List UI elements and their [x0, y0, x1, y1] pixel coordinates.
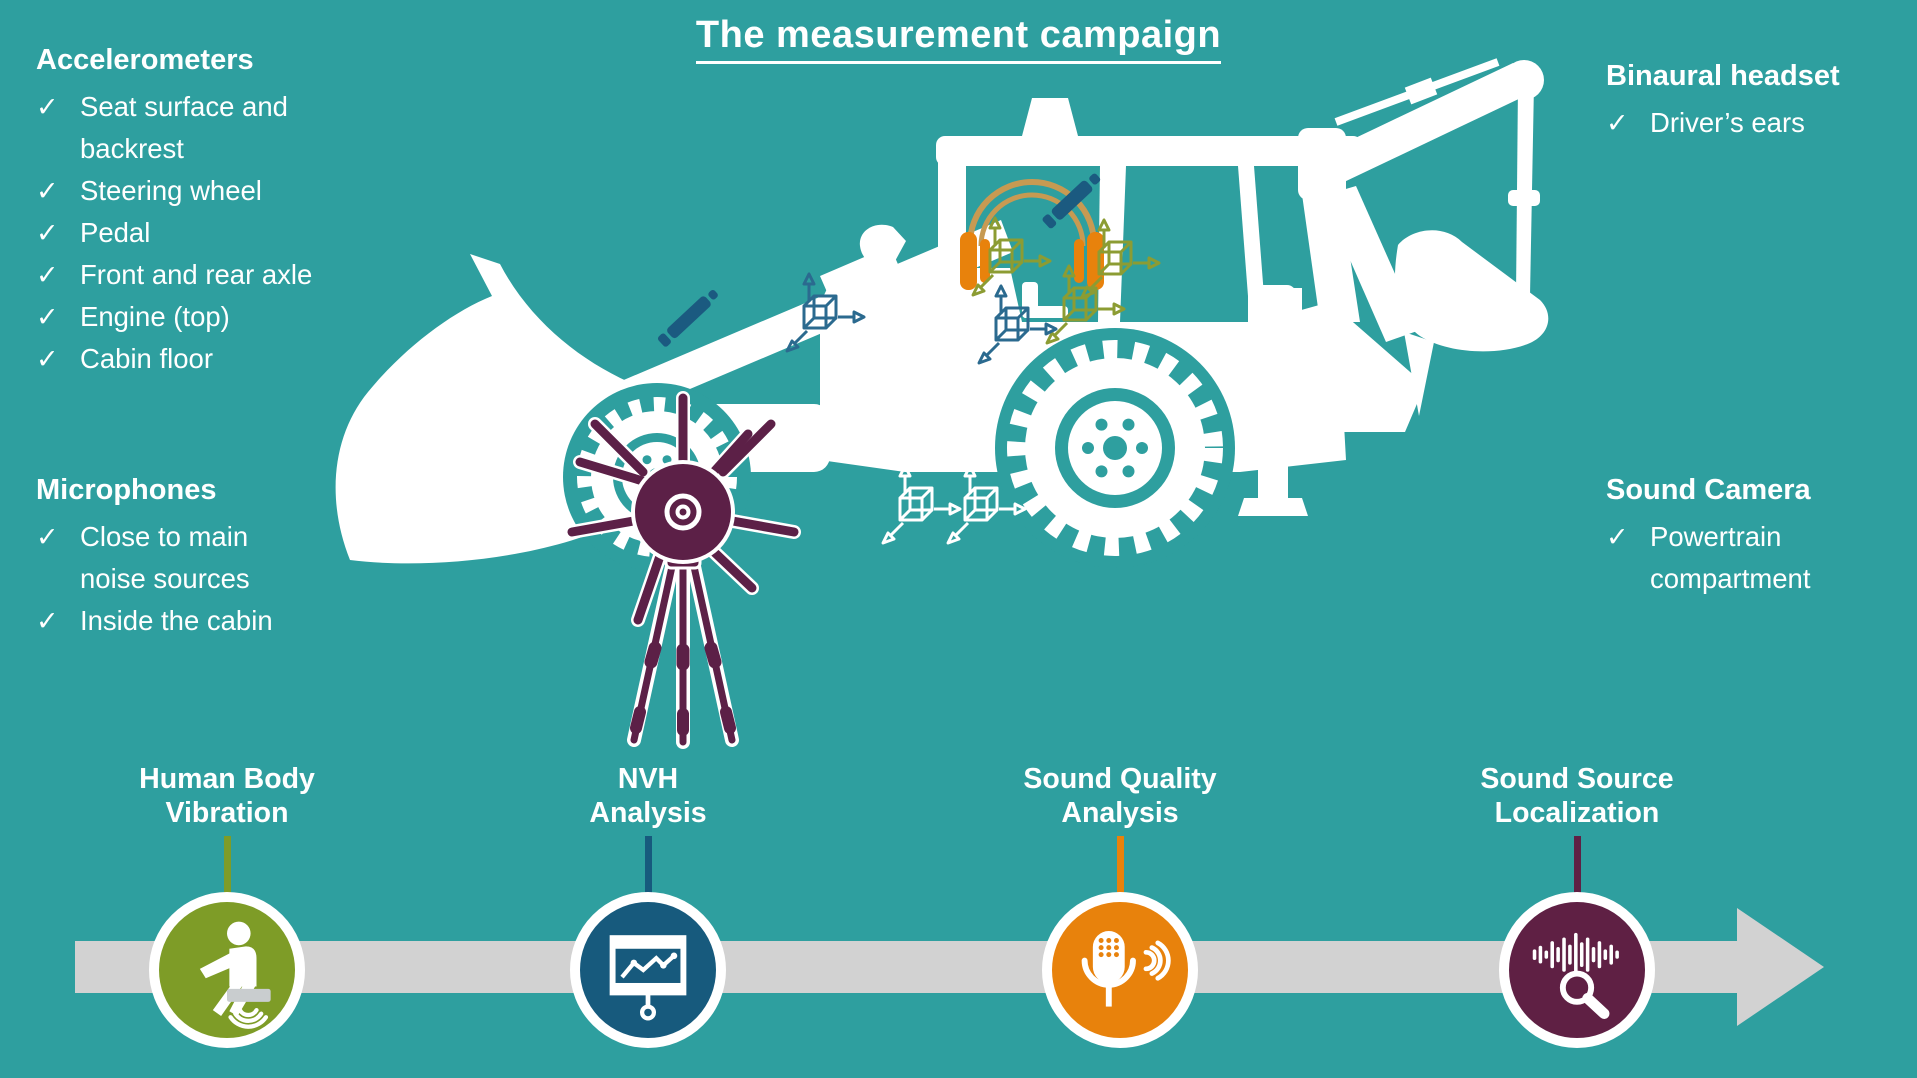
accelerometer-triad-icon — [977, 284, 1058, 365]
check-icon: ✓ — [36, 606, 59, 636]
sound-camera-heading: Sound Camera — [1606, 474, 1811, 506]
accelerometers-section: Accelerometers ✓Seat surface and backres… — [36, 44, 345, 380]
binaural-headset-heading: Binaural headset — [1606, 60, 1840, 92]
microphone-wand-icon — [657, 289, 718, 347]
milestone-connector — [1573, 836, 1581, 894]
milestone-label: Human Body Vibration — [139, 763, 315, 829]
milestone-connector — [1116, 836, 1124, 894]
check-icon: ✓ — [1606, 522, 1629, 552]
milestone-label: Sound Source Localization — [1480, 763, 1674, 829]
human-body-vibration-icon — [199, 921, 271, 1029]
check-icon: ✓ — [36, 176, 59, 206]
vehicle-silhouette — [335, 220, 1425, 564]
list-item: ✓Inside the cabin — [36, 600, 310, 642]
list-item: ✓Front and rear axle — [36, 254, 345, 296]
milestone-connector — [223, 836, 231, 894]
list-item: ✓Pedal — [36, 212, 345, 254]
page-title: The measurement campaign — [0, 14, 1917, 64]
list-item: ✓Steering wheel — [36, 170, 345, 212]
accelerometer-triad-icon — [946, 464, 1027, 545]
check-icon: ✓ — [36, 260, 59, 290]
front-wheel — [577, 397, 737, 557]
milestone-circle — [149, 892, 305, 1048]
sound-camera-section: Sound Camera ✓Powertrain compartment — [1606, 474, 1850, 600]
sound-source-localization-icon — [1532, 932, 1619, 1019]
timeline-arrowhead — [1737, 908, 1824, 1026]
list-item: ✓Cabin floor — [36, 338, 345, 380]
check-icon: ✓ — [36, 218, 59, 248]
microphones-heading: Microphones — [36, 474, 217, 506]
rear-wheel — [1007, 340, 1223, 556]
list-item: ✓Driver’s ears — [1606, 102, 1890, 144]
timeline-arrow-band — [75, 941, 1737, 993]
headphones-icon — [960, 179, 1104, 290]
accelerometers-heading: Accelerometers — [36, 44, 254, 76]
list-item: ✓Powertrain compartment — [1606, 516, 1850, 600]
accelerometer-triad-icon — [881, 464, 962, 545]
check-icon: ✓ — [36, 92, 59, 122]
check-icon: ✓ — [36, 302, 59, 332]
microphone-wand-icon — [1042, 173, 1101, 229]
nvh-analysis-icon — [609, 935, 687, 1021]
check-icon: ✓ — [1606, 108, 1629, 138]
list-item: ✓Close to main noise sources — [36, 516, 310, 600]
cabin-and-backhoe — [936, 58, 1549, 416]
milestone-circle — [1042, 892, 1198, 1048]
milestone-label: Sound Quality Analysis — [1023, 763, 1217, 829]
spherical-array-icon — [565, 391, 801, 749]
milestone-connector — [644, 836, 652, 894]
list-item: ✓Seat surface and backrest — [36, 86, 345, 170]
binaural-headset-section: Binaural headset ✓Driver’s ears — [1606, 60, 1890, 144]
milestone-circle — [570, 892, 726, 1048]
accelerometer-triad-icon — [1080, 218, 1161, 299]
list-item: ✓Engine (top) — [36, 296, 345, 338]
check-icon: ✓ — [36, 522, 59, 552]
milestone-label: NVH Analysis — [589, 763, 707, 829]
accelerometer-triad-icon — [971, 216, 1052, 297]
accelerometer-triad-icon — [1045, 264, 1126, 345]
accelerometer-triad-icon — [785, 272, 866, 353]
sound-quality-analysis-icon — [1081, 931, 1171, 1007]
milestone-circle — [1499, 892, 1655, 1048]
microphones-section: Microphones ✓Close to main noise sources… — [36, 474, 310, 642]
check-icon: ✓ — [36, 344, 59, 374]
